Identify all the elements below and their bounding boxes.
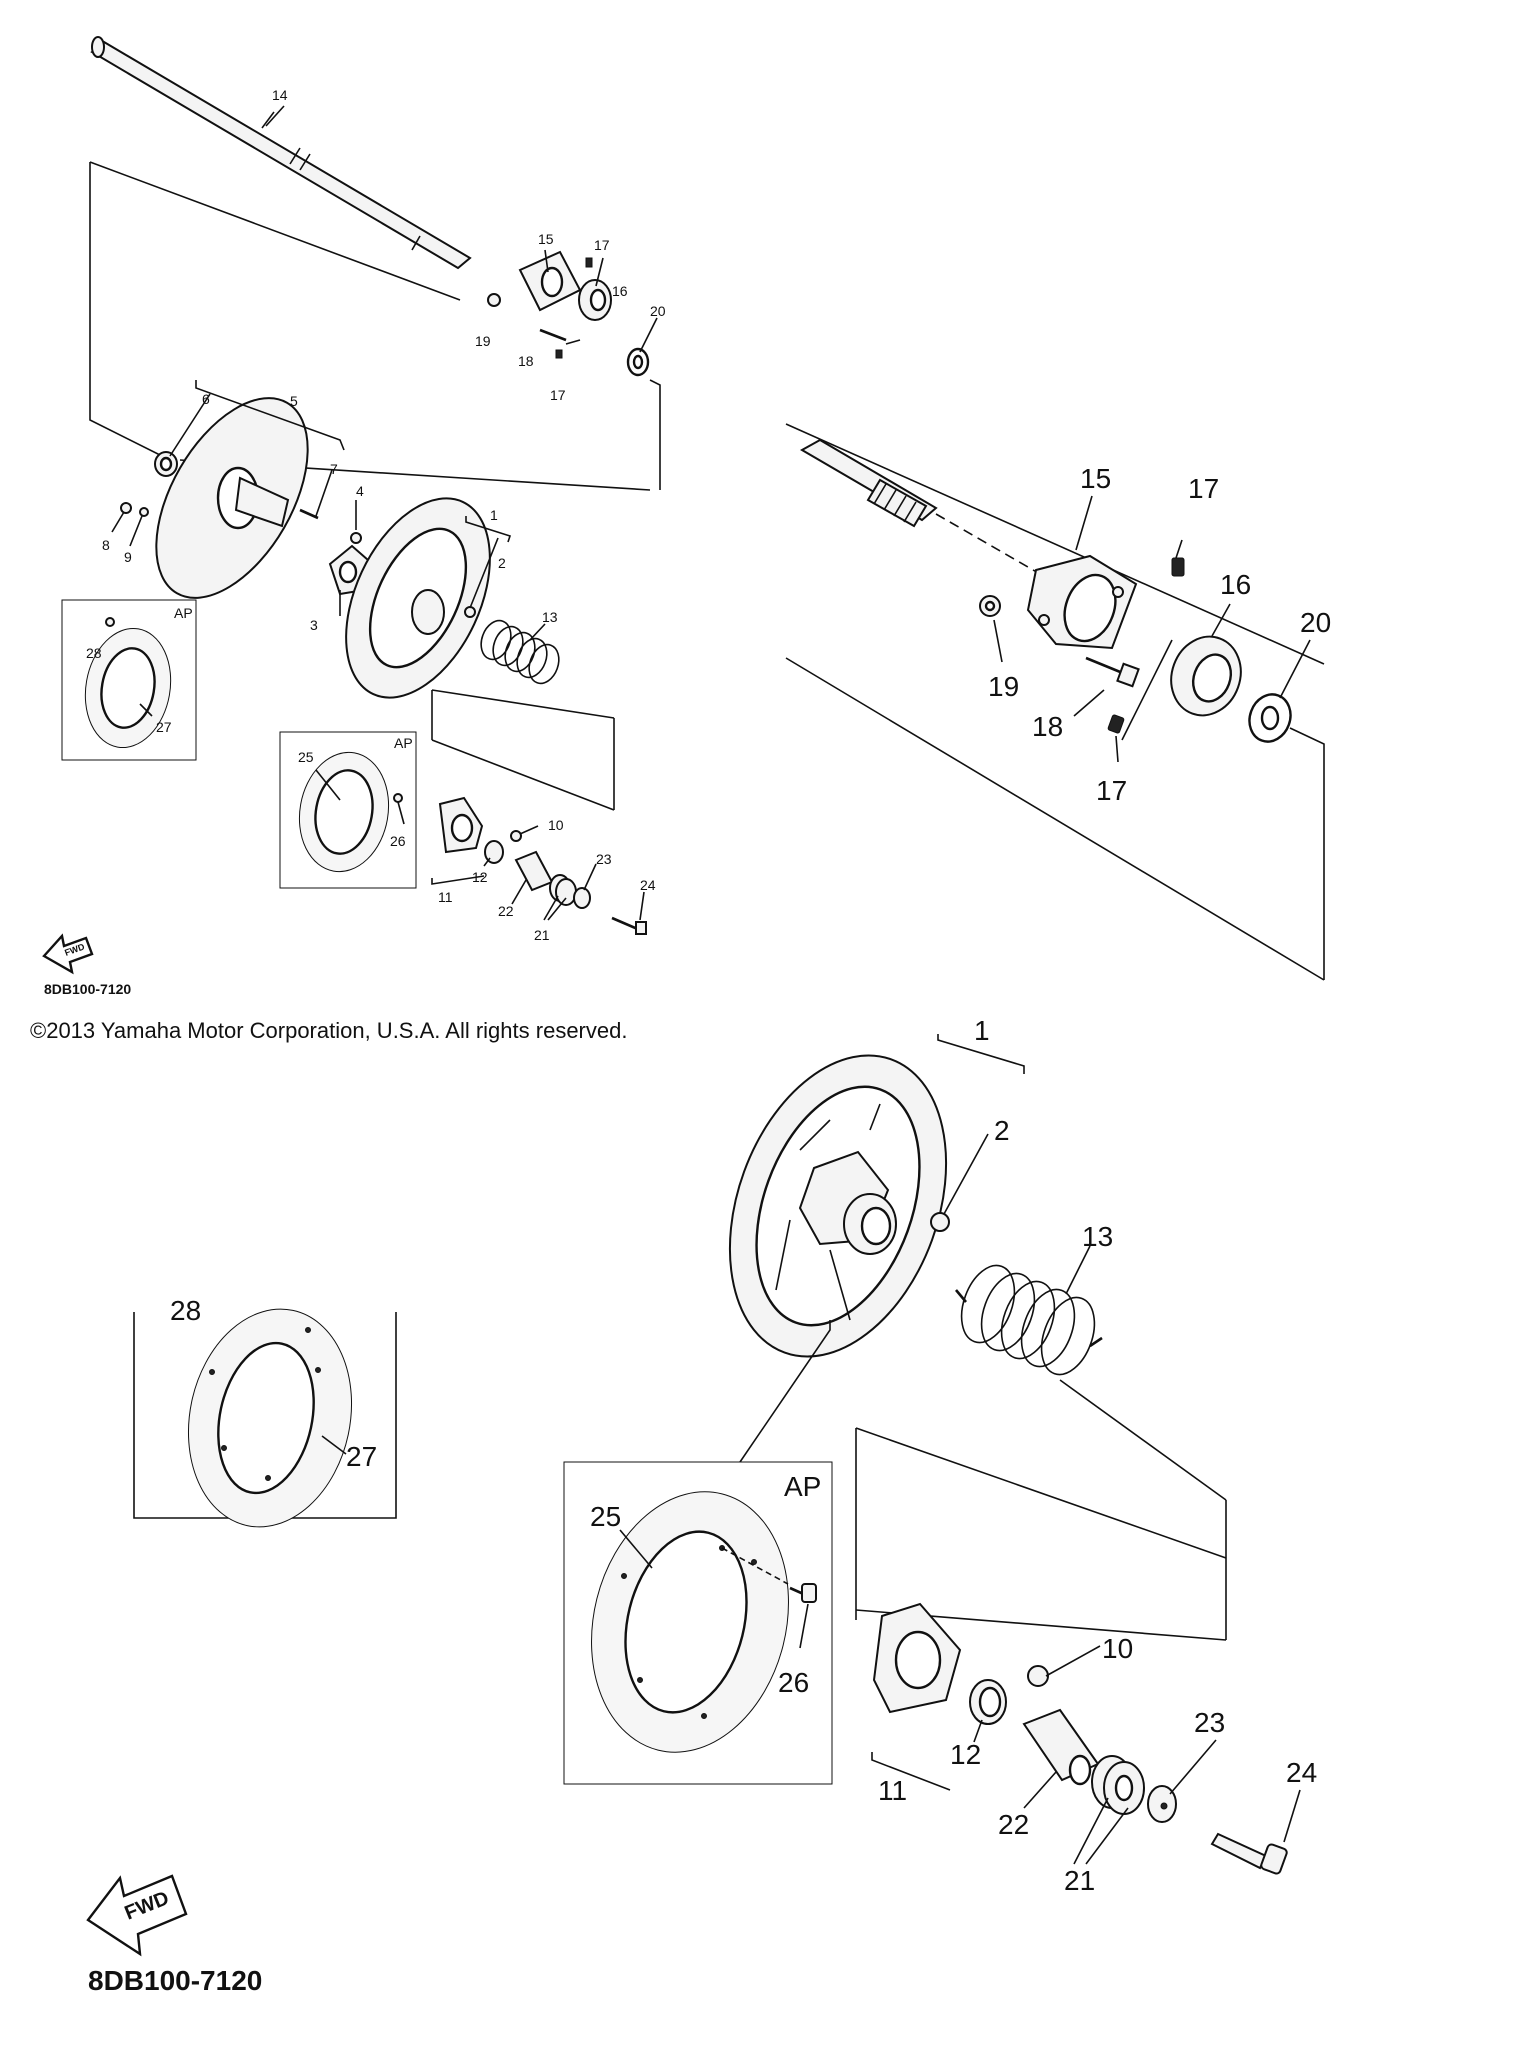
set-screw-large-icon <box>1171 557 1185 577</box>
zoom-label-10: 10 <box>1102 1633 1133 1664</box>
zoom-label-13: 13 <box>1082 1221 1113 1252</box>
label-4: 4 <box>356 483 364 499</box>
label-8: 8 <box>102 537 110 553</box>
label-25: 25 <box>298 749 314 765</box>
overview-diagram <box>61 36 661 935</box>
label-27: 27 <box>156 719 172 735</box>
zoom-label-18: 18 <box>1032 711 1063 742</box>
label-18: 18 <box>518 353 534 369</box>
label-2: 2 <box>498 555 506 571</box>
zoom-shaft-labels: 15 17 16 20 19 18 17 <box>988 463 1331 806</box>
label-23: 23 <box>596 851 612 867</box>
bolt-2-large-icon <box>930 1212 950 1232</box>
label-9: 9 <box>124 549 132 565</box>
label-15: 15 <box>538 231 554 247</box>
zoom-label-17-bottom: 17 <box>1096 775 1127 806</box>
zoom-label-26: 26 <box>778 1667 809 1698</box>
ap-label-middle: AP <box>394 735 413 751</box>
zoom-label-1: 1 <box>974 1015 990 1046</box>
label-21: 21 <box>534 927 550 943</box>
label-1: 1 <box>490 507 498 523</box>
diagram-code-large: 8DB100-7120 <box>88 1965 262 1996</box>
nut-10-icon <box>1027 1665 1049 1687</box>
zoom-label-25: 25 <box>590 1501 621 1532</box>
label-3: 3 <box>310 617 318 633</box>
zoom-ap-left-detail: 28 27 <box>133 1295 397 1528</box>
label-24: 24 <box>640 877 656 893</box>
ap-label-left: AP <box>174 605 193 621</box>
label-22: 22 <box>498 903 514 919</box>
set-screw-icon <box>585 257 593 268</box>
label-13: 13 <box>542 609 558 625</box>
diagram-code-small: 8DB100-7120 <box>44 981 131 997</box>
zoom-label-12: 12 <box>950 1739 981 1770</box>
label-7: 7 <box>330 461 338 477</box>
zoom-label-22: 22 <box>998 1809 1029 1840</box>
screw-26-icon <box>789 1583 817 1603</box>
drive-shaft <box>90 36 472 270</box>
bolt-icon <box>539 328 567 342</box>
label-26: 26 <box>390 833 406 849</box>
label-14: 14 <box>272 87 288 103</box>
spring-icon <box>480 619 560 685</box>
ap-label-large: AP <box>784 1471 821 1502</box>
label-5: 5 <box>290 393 298 409</box>
label-19: 19 <box>475 333 491 349</box>
fwd-arrow-small-icon: FWD <box>42 933 94 975</box>
label-10: 10 <box>548 817 564 833</box>
copyright-notice: ©2013 Yamaha Motor Corporation, U.S.A. A… <box>30 1018 628 1043</box>
zoom-label-16: 16 <box>1220 569 1251 600</box>
sliding-sheave-large-icon <box>728 1054 948 1358</box>
zoom-clutch-labels: 1 2 13 10 12 11 22 23 24 21 25 26 AP <box>590 1015 1317 1896</box>
shaft-spline-icon <box>866 478 928 528</box>
spring-large-icon <box>955 1264 1103 1376</box>
zoom-label-27: 27 <box>346 1441 377 1472</box>
zoom-label-20: 20 <box>1300 607 1331 638</box>
label-17-top: 17 <box>594 237 610 253</box>
zoom-label-24: 24 <box>1286 1757 1317 1788</box>
bolt-24-icon <box>1210 1832 1288 1875</box>
nut-icon <box>487 293 501 307</box>
zoom-label-15: 15 <box>1080 463 1111 494</box>
label-16: 16 <box>612 283 628 299</box>
zoom-label-2: 2 <box>994 1115 1010 1146</box>
zoom-label-17-top: 17 <box>1188 473 1219 504</box>
label-12: 12 <box>472 869 488 885</box>
label-28: 28 <box>86 645 102 661</box>
label-6: 6 <box>202 391 210 407</box>
fwd-arrow-large-icon: FWD <box>86 1874 188 1957</box>
zoom-label-23: 23 <box>1194 1707 1225 1738</box>
overview-labels: 14 15 17 16 20 19 18 17 6 5 7 4 8 9 1 2 … <box>86 87 666 943</box>
label-11: 11 <box>438 889 453 905</box>
zoom-label-21: 21 <box>1064 1865 1095 1896</box>
zoom-label-28: 28 <box>170 1295 201 1326</box>
zoom-clutch-detail <box>563 1034 1301 1875</box>
zoom-label-11: 11 <box>878 1775 907 1806</box>
label-20: 20 <box>650 303 666 319</box>
label-17-bottom: 17 <box>550 387 566 403</box>
zoom-label-19: 19 <box>988 671 1019 702</box>
zoom-shaft-detail <box>785 423 1325 981</box>
